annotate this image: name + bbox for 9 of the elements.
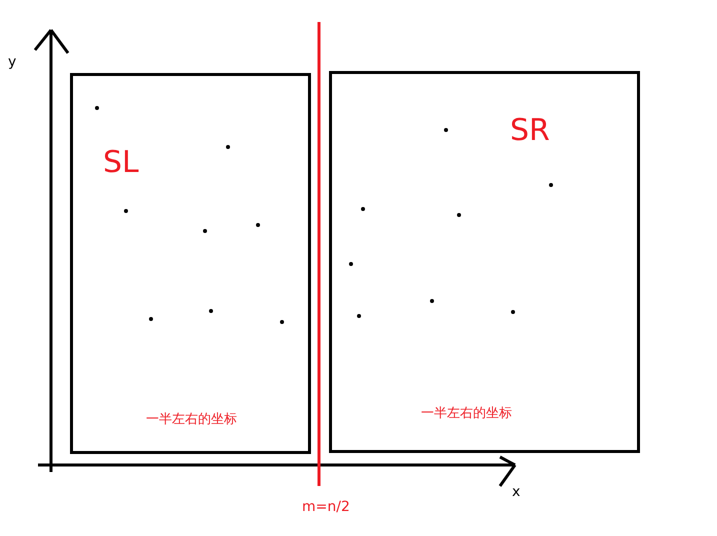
region-title: SL xyxy=(103,148,139,178)
divider-label: m=n/2 xyxy=(302,500,350,514)
region-box xyxy=(329,71,640,453)
region-title: SR xyxy=(510,116,550,146)
axis-label: y xyxy=(8,55,16,69)
axis-label: x xyxy=(512,485,520,499)
region-note: 一半左右的坐标 xyxy=(421,407,512,420)
region-box xyxy=(70,73,311,454)
region-note: 一半左右的坐标 xyxy=(146,413,237,426)
